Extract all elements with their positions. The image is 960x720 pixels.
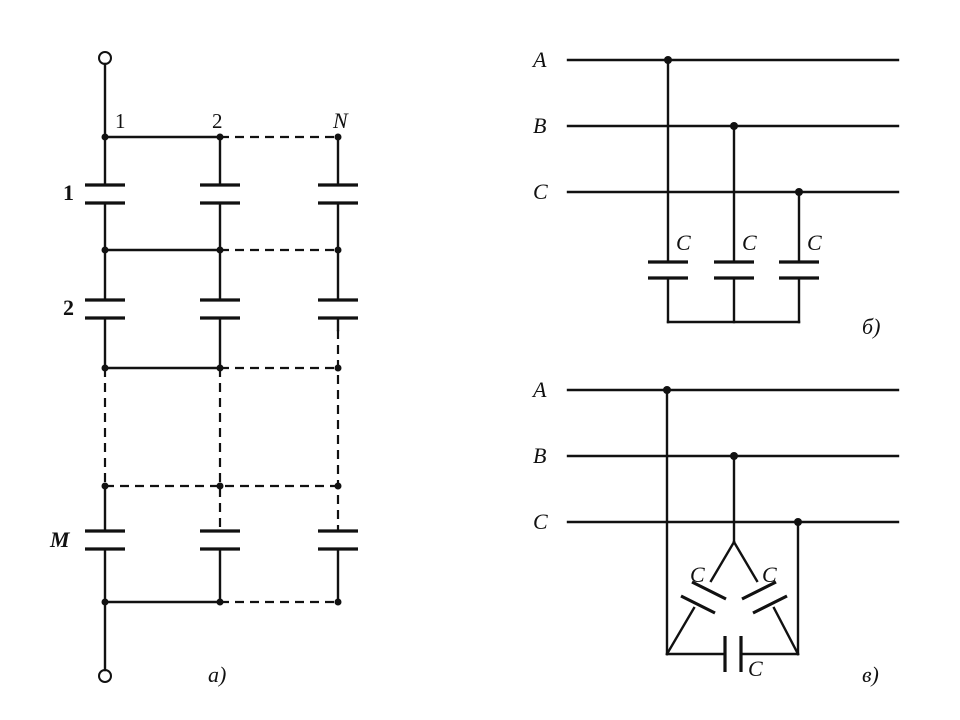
cap-label-right-c: C <box>762 562 777 587</box>
top-terminal <box>98 51 112 65</box>
row-label-1: 1 <box>63 180 74 205</box>
phase-c-label-c: C <box>533 509 548 534</box>
capacitor-right-c <box>741 580 788 615</box>
caption-c: в) <box>862 662 879 687</box>
capacitor-c-b <box>779 260 819 280</box>
column-label-n: N <box>332 108 349 133</box>
phase-a-label-c: A <box>531 377 547 402</box>
capacitor-rm-c1 <box>85 529 125 551</box>
cap-label-bottom-c: C <box>748 656 763 681</box>
panel-b-star-connection: A B C C C C б) <box>531 47 900 339</box>
capacitor-a-b <box>648 260 688 280</box>
capacitor-r1-cn <box>318 183 358 205</box>
capacitor-r1-c2 <box>200 183 240 205</box>
junction-a-b <box>664 56 672 64</box>
phase-c-label-b: C <box>533 179 548 204</box>
capacitor-rm-cn <box>318 529 358 551</box>
junction-a-c <box>663 386 671 394</box>
panel-c-delta-connection: A B C C C C в) <box>531 377 900 687</box>
cap-label-a-b: C <box>676 230 691 255</box>
delta-left-branch <box>665 540 736 656</box>
row-label-2: 2 <box>63 295 74 320</box>
junction-b-b <box>730 122 738 130</box>
junction-b-c <box>730 452 738 460</box>
row-label-m: M <box>49 527 71 552</box>
junction-c-b <box>795 188 803 196</box>
capacitor-r2-c1 <box>85 298 125 320</box>
junction-dots <box>101 133 342 606</box>
phase-b-label-b: B <box>533 113 546 138</box>
capacitor-left-c <box>680 580 727 615</box>
capacitor-bottom-c <box>723 636 743 672</box>
caption-b: б) <box>862 314 880 339</box>
column-label-2: 2 <box>212 109 223 133</box>
column-label-1: 1 <box>115 109 126 133</box>
capacitor-r2-cn <box>318 298 358 320</box>
delta-right-branch <box>732 540 800 656</box>
capacitor-r2-c2 <box>200 298 240 320</box>
panel-a-capacitor-bank: 1 2 N 1 2 M а) <box>49 51 358 687</box>
phase-b-label-c: B <box>533 443 546 468</box>
caption-a: а) <box>208 662 226 687</box>
capacitor-r1-c1 <box>85 183 125 205</box>
cap-label-b-b: C <box>742 230 757 255</box>
cap-label-left-c: C <box>690 562 705 587</box>
capacitor-rm-c2 <box>200 529 240 551</box>
cap-label-c-b: C <box>807 230 822 255</box>
junction-c-c <box>794 518 802 526</box>
phase-a-label-b: A <box>531 47 547 72</box>
bottom-terminal <box>98 669 112 683</box>
capacitor-b-b <box>714 260 754 280</box>
